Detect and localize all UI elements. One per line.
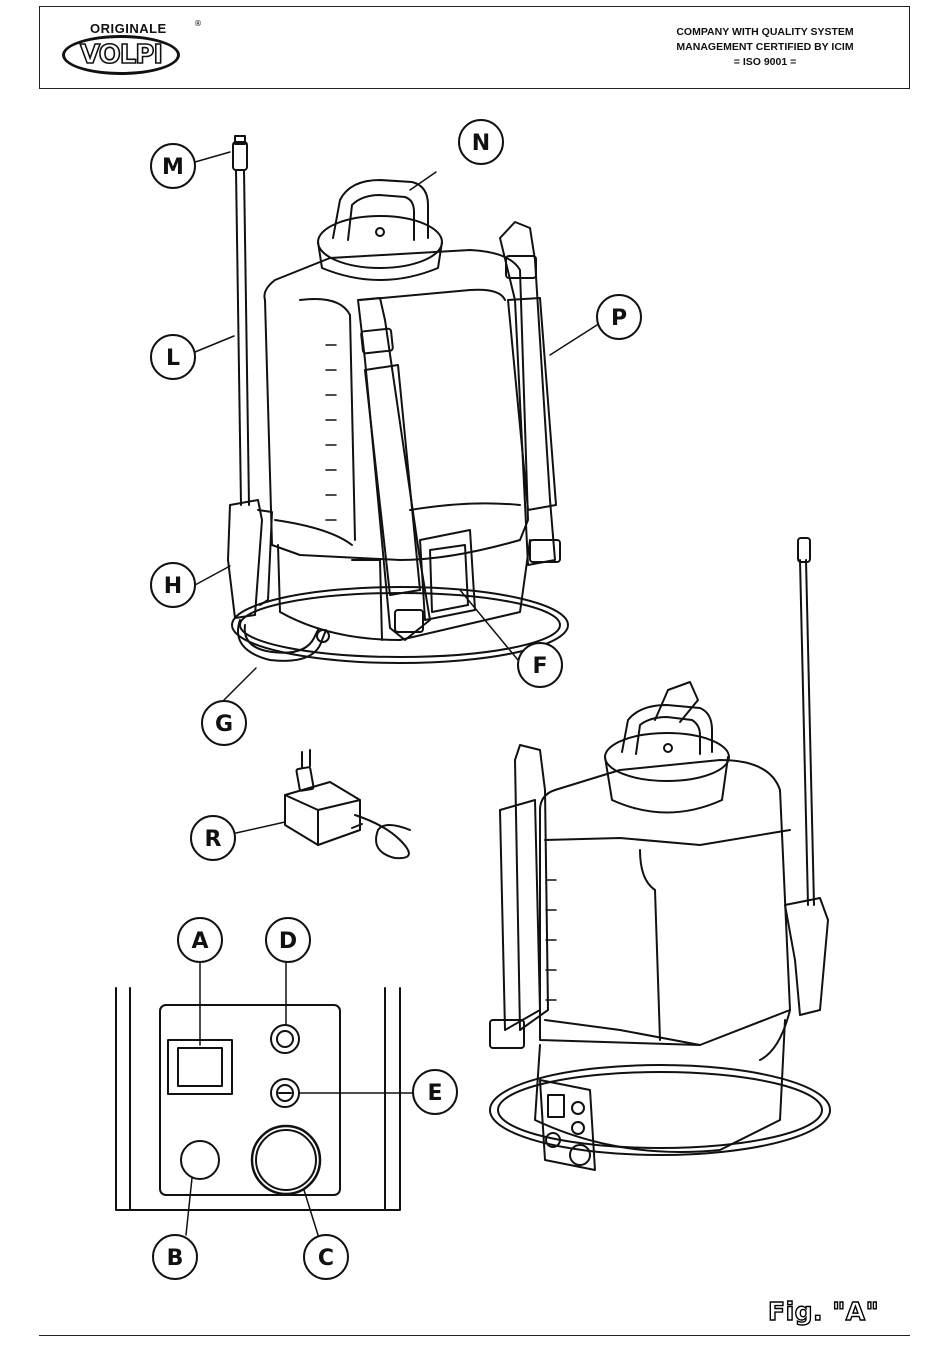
battery-charger [285,750,410,858]
sprayer-side-view [490,538,830,1170]
footer-rule [39,1335,910,1336]
callout-b-label: B [167,1246,184,1271]
callout-p-label: P [611,306,627,331]
sprayer-back-view [228,136,568,663]
callout-l-label: L [166,346,180,371]
callout-a: A [178,918,222,962]
callout-c-label: C [318,1246,334,1271]
callout-d-label: D [279,929,297,954]
callout-b: B [153,1235,197,1279]
callout-g-label: G [215,712,233,737]
callout-m: M [151,144,195,188]
callout-d: D [266,918,310,962]
leader-lines [186,152,597,1235]
callout-e: E [413,1070,457,1114]
callout-g: G [202,701,246,745]
callout-p: P [597,295,641,339]
callout-a-label: A [191,929,208,954]
callout-c: C [304,1235,348,1279]
callout-e-label: E [427,1081,442,1106]
callout-n: N [459,120,503,164]
figure-label: Fig. "A" [768,1297,879,1326]
control-panel-detail [116,988,400,1210]
callout-h-label: H [164,574,182,599]
callout-n-label: N [472,131,490,156]
callout-r-label: R [205,827,222,852]
callout-r: R [191,816,235,860]
callout-f-label: F [532,654,547,679]
callout-h: H [151,563,195,607]
level-graduations [326,345,336,520]
callout-f: F [518,643,562,687]
callout-m-label: M [162,155,184,180]
callout-l: L [151,335,195,379]
